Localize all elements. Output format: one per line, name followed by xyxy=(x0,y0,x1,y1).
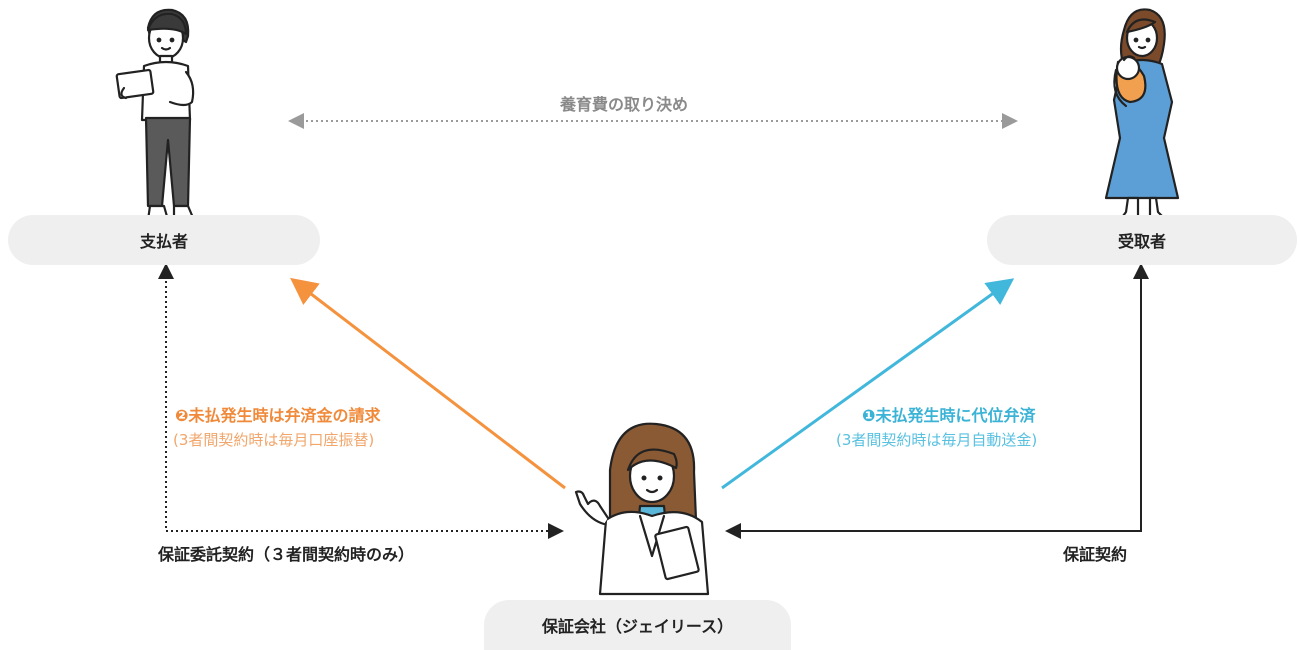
guarantee-arrow xyxy=(725,263,1149,539)
payer-label: 支払者 xyxy=(139,232,188,251)
claim-title: ❷未払発生時は弁済金の請求 xyxy=(175,406,381,425)
guarantee-contract-label: 保証契約 xyxy=(1063,545,1128,564)
subrogation-arrow xyxy=(721,278,1015,490)
payer-node: 支払者 xyxy=(8,215,320,265)
claim-subtitle: (3者間契約時は毎月口座振替) xyxy=(173,431,375,449)
guarantor-label: 保証会社（ジェイリース） xyxy=(541,617,734,636)
staff-woman-pointing-icon xyxy=(574,422,710,596)
guarantor-node: 保証会社（ジェイリース） xyxy=(484,600,791,650)
consignment-arrow xyxy=(158,263,564,539)
recipient-label: 受取者 xyxy=(1117,232,1166,251)
subrogation-title: ❶未払発生時に代位弁済 xyxy=(862,406,1036,425)
subrogation-subtitle: (3者間契約時は毎月自動送金) xyxy=(836,431,1038,449)
consignment-label: 保証委託契約（３者間契約時のみ） xyxy=(158,545,415,564)
agreement-label: 養育費の取り決め xyxy=(560,95,689,114)
claim-arrow xyxy=(290,277,566,490)
woman-holding-baby-icon xyxy=(1104,8,1180,222)
man-with-tablet-icon xyxy=(115,8,196,222)
recipient-node: 受取者 xyxy=(987,215,1297,265)
